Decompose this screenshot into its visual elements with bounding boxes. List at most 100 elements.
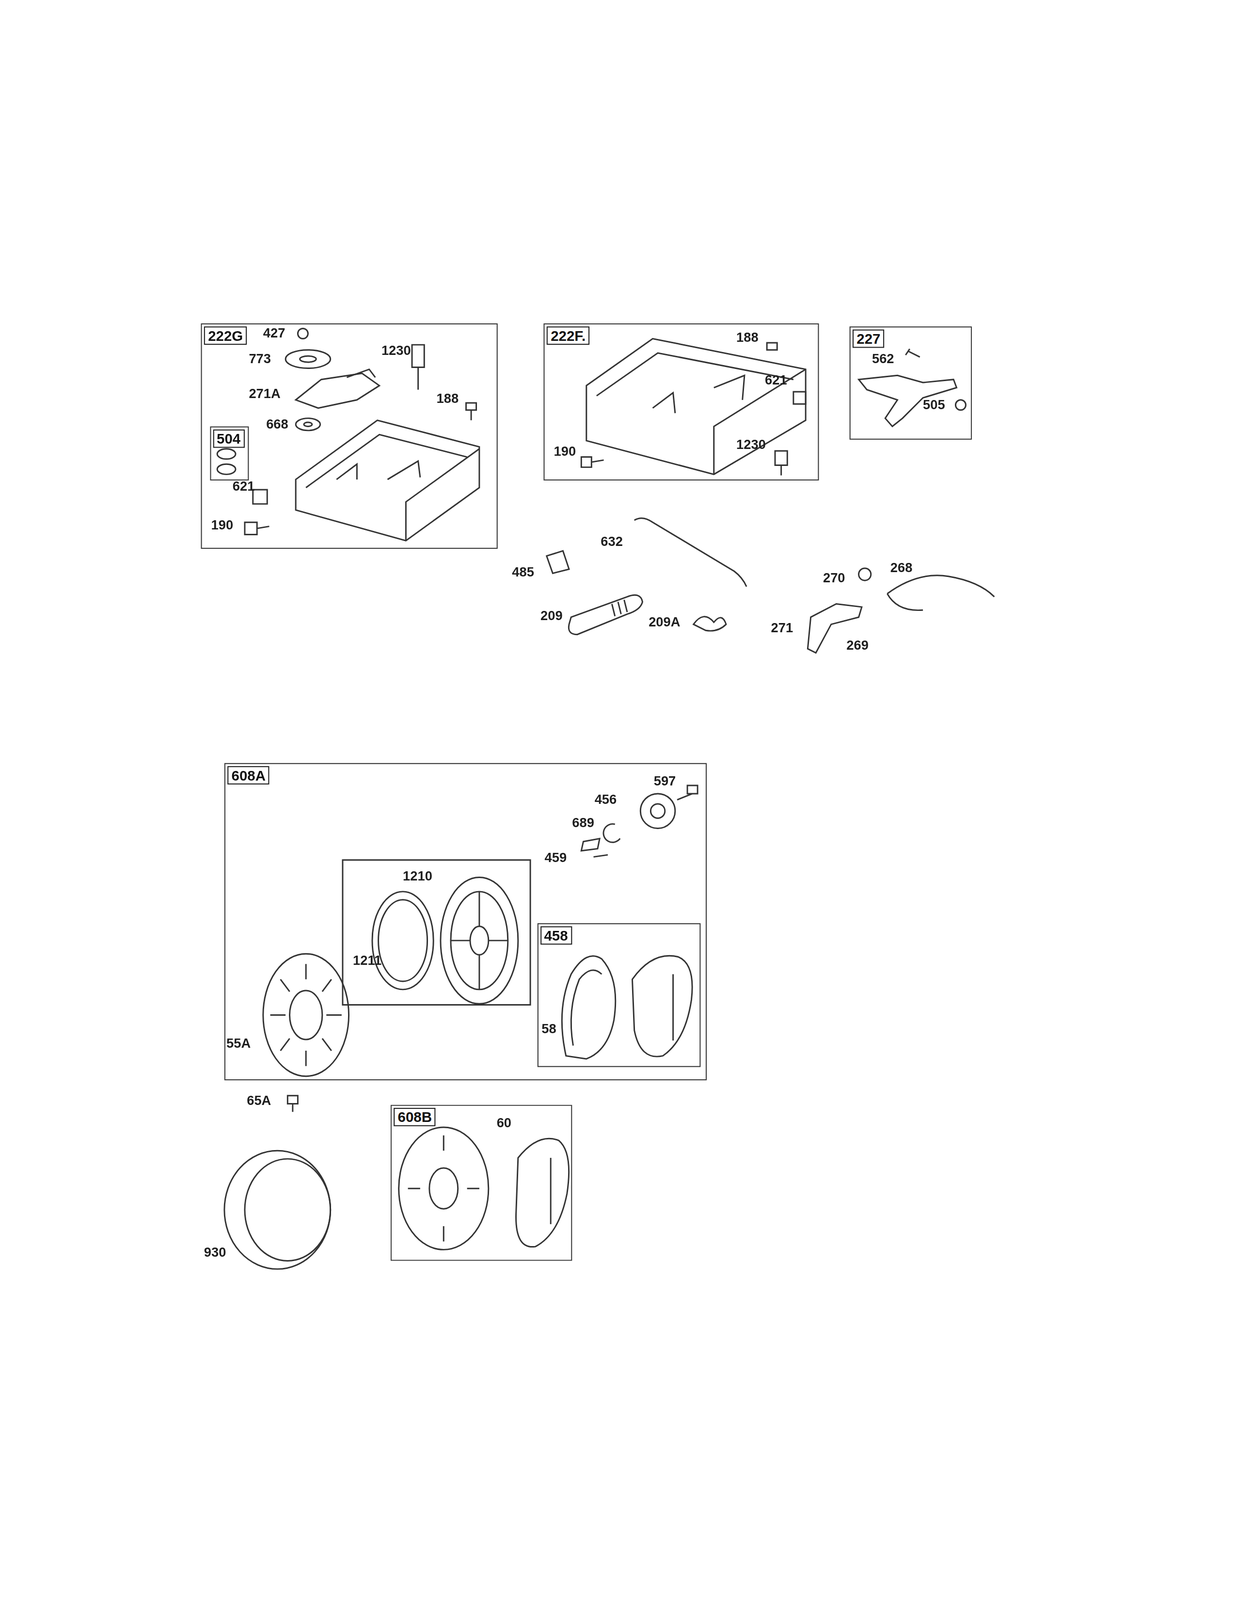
nut (858, 568, 872, 581)
handle-grip (672, 973, 674, 1041)
link-wire (634, 518, 747, 587)
washer (295, 418, 320, 431)
control-lever (346, 369, 376, 378)
group-box: 608A 458 (224, 762, 707, 1080)
spring (693, 616, 727, 631)
callout-number: 269 (846, 638, 869, 653)
housing-slots (408, 1135, 480, 1242)
starter-housing-opening (289, 990, 323, 1040)
screw (287, 1095, 298, 1112)
callout-number: 689 (571, 815, 595, 830)
callout-number: 65A (246, 1093, 271, 1108)
group-tag: 222F. (546, 326, 590, 345)
callout-number: 188 (736, 330, 759, 345)
rope-coil (378, 899, 428, 982)
group-box: 608B (390, 1104, 573, 1261)
bolt (466, 402, 477, 421)
clip-nut (253, 489, 268, 504)
callout-number: 632 (600, 534, 623, 549)
callout-number: 427 (263, 326, 286, 341)
group-tag: 222G (204, 326, 248, 345)
nut (955, 399, 966, 411)
group-tag: 504 (212, 428, 245, 448)
callout-number: 597 (653, 774, 677, 789)
base-plate-detail (596, 352, 806, 475)
pulley (285, 349, 331, 369)
housing-slots (270, 963, 342, 1066)
washer (217, 448, 236, 460)
callout-number: 1210 (402, 869, 433, 884)
spring-coil (570, 969, 602, 1046)
pulley-hub (470, 925, 489, 955)
spring (561, 955, 616, 1059)
base-plate (586, 338, 806, 475)
starter-housing (398, 1126, 489, 1250)
pulley-hub (300, 355, 317, 363)
bolt (581, 457, 604, 468)
control-plate (295, 373, 380, 409)
callout-number: 456 (594, 792, 618, 807)
cable (887, 575, 995, 611)
callout-number: 55A (226, 1036, 251, 1051)
pulley-spokes (450, 891, 508, 990)
callout-number: 621 (232, 479, 255, 494)
spring-coil (611, 599, 628, 617)
bolt (766, 342, 777, 350)
group-box: 227 (849, 326, 972, 440)
callout-number: 270 (823, 570, 846, 586)
group-box: 504 (209, 425, 249, 480)
group-tag: 458 (539, 925, 572, 944)
group-box: 222G 504 (200, 323, 498, 549)
bolt (244, 522, 270, 535)
base-plate-detail (305, 434, 480, 541)
starter-housing-opening (429, 1167, 459, 1209)
callout-number: 268 (890, 560, 913, 575)
washer-hole (303, 422, 313, 427)
callout-number: 190 (211, 518, 234, 533)
callout-number: 271 (771, 620, 794, 635)
screw (905, 348, 920, 358)
pulley (440, 876, 519, 1004)
callout-number: 1211 (352, 953, 382, 968)
screw (677, 785, 698, 800)
pawl-cup-hub (650, 803, 665, 818)
washer (217, 463, 236, 475)
stud (412, 344, 425, 390)
group-tag: 227 (852, 329, 885, 349)
callout-number: 1230 (736, 437, 766, 452)
callout-number: 773 (248, 351, 271, 366)
stud (775, 450, 788, 476)
callout-number: 209 (540, 608, 563, 623)
callout-number: 505 (922, 397, 946, 412)
ring (603, 823, 620, 842)
group-box: 458 (537, 922, 701, 1067)
group-tag: 608A (227, 765, 270, 785)
handle (516, 1138, 570, 1247)
callout-number: 188 (436, 391, 460, 406)
callout-number: 485 (511, 565, 535, 580)
callout-number: 58 (541, 1021, 556, 1036)
pulley-rim (450, 891, 508, 990)
handle-grip (550, 1157, 552, 1224)
callout-number: 621 (764, 373, 788, 388)
group-tag: 608B (393, 1107, 436, 1126)
screen-cup (224, 1150, 331, 1269)
clip-nut (793, 391, 806, 404)
nut (297, 328, 308, 339)
starter-housing (263, 953, 349, 1076)
callout-number: 1230 (381, 343, 412, 358)
inner-group-box (342, 859, 531, 1005)
callout-number: 209A (648, 615, 681, 630)
callout-number: 190 (553, 444, 576, 459)
spring (568, 594, 643, 634)
callout-number: 668 (266, 417, 289, 432)
pawl (581, 838, 608, 857)
pawl-cup (640, 793, 676, 829)
group-box: 222F. (543, 323, 819, 481)
block (546, 550, 570, 573)
screen-cup-rim (244, 1158, 331, 1261)
callout-number: 459 (544, 850, 568, 865)
callout-number: 271A (248, 386, 281, 401)
callout-number: 562 (871, 351, 895, 366)
